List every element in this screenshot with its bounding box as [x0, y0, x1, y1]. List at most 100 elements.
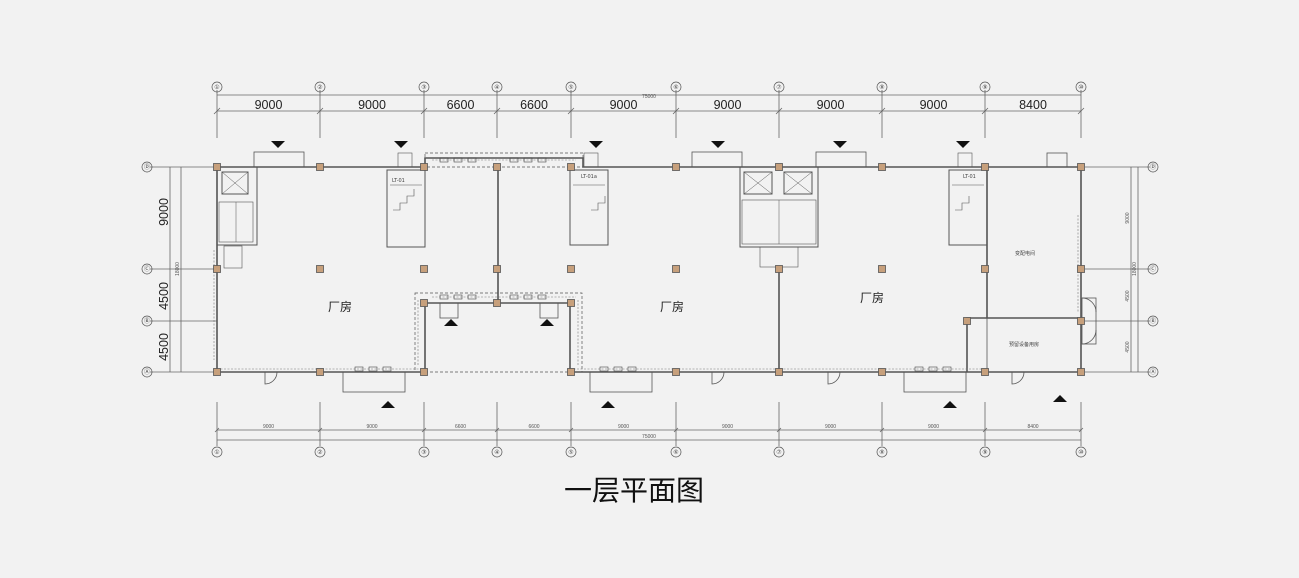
axis-bubble-label: ⑥: [673, 449, 678, 456]
column: [420, 163, 428, 171]
dimension-label: 9000: [928, 424, 939, 430]
column: [213, 368, 221, 376]
column: [1077, 317, 1085, 325]
axis-bubble-label: ①: [214, 449, 219, 456]
window-opening: [942, 366, 952, 372]
column: [672, 265, 680, 273]
column: [567, 368, 575, 376]
left-total: 18000: [175, 262, 181, 276]
axis-bubble: [670, 446, 682, 458]
axis-bubble: [1075, 446, 1087, 458]
top-dimension-lines: [213, 90, 1085, 138]
window-opening: [627, 366, 637, 372]
dimension-label: 9000: [920, 98, 948, 112]
window-opening: [467, 157, 477, 163]
structural-columns: [213, 163, 1085, 376]
building-walls: [216, 152, 1082, 373]
window-opening: [523, 294, 533, 300]
room-label-factory-2: 厂房: [660, 299, 684, 314]
axis-bubble: [314, 446, 326, 458]
window-fixtures: [354, 157, 952, 372]
axis-bubble-label: ⑨: [982, 449, 987, 456]
axis-bubble-label: Ⓑ: [144, 317, 150, 325]
axis-bubble: [1147, 366, 1159, 378]
axis-bubble-label: ⑧: [879, 449, 884, 456]
right-dimension-lines: [1085, 166, 1150, 373]
column: [981, 163, 989, 171]
window-opening: [928, 366, 938, 372]
column: [878, 163, 886, 171]
column: [775, 265, 783, 273]
column: [981, 265, 989, 273]
bottom-axis-bubbles: ① ② ③ ④ ⑤ ⑥ ⑦ ⑧ ⑨ ⑩: [211, 446, 1087, 458]
dimension-label: 9000: [714, 98, 742, 112]
window-opening: [467, 294, 477, 300]
column: [493, 265, 501, 273]
axis-bubble-label: Ⓒ: [1150, 265, 1156, 273]
dimension-label: 9000: [618, 424, 629, 430]
column: [1077, 265, 1085, 273]
column: [963, 317, 971, 325]
axis-bubble-label: ②: [317, 84, 322, 91]
window-opening: [613, 366, 623, 372]
column: [567, 163, 575, 171]
window-opening: [537, 157, 547, 163]
column: [316, 163, 324, 171]
column: [1077, 368, 1085, 376]
column: [1077, 163, 1085, 171]
window-opening: [914, 366, 924, 372]
axis-bubble-label: ⑦: [776, 449, 781, 456]
axis-bubble-label: ⑤: [568, 449, 573, 456]
dimension-label: 9000: [610, 98, 638, 112]
axis-bubble: [141, 315, 153, 327]
room-label-factory-1: 厂房: [328, 299, 352, 314]
axis-bubble-label: ⑦: [776, 84, 781, 91]
door-canopies: [253, 151, 1097, 393]
column: [878, 265, 886, 273]
axis-bubble-label: ⑤: [568, 84, 573, 91]
top-total-dimension: 75000: [642, 94, 656, 100]
window-opening: [354, 366, 364, 372]
axis-bubble-label: ②: [317, 449, 322, 456]
column: [420, 299, 428, 307]
window-opening: [382, 366, 392, 372]
axis-bubble: [211, 81, 223, 93]
axis-bubble-label: ③: [421, 449, 426, 456]
axis-bubble: [418, 81, 430, 93]
axis-bubble: [1147, 161, 1159, 173]
axis-bubble: [491, 446, 503, 458]
dimension-label: 9000: [263, 424, 274, 430]
axis-bubble-label: Ⓓ: [1150, 163, 1156, 171]
dimension-label: 9000: [825, 424, 836, 430]
dimension-label: 6600: [528, 424, 539, 430]
drawing-title: 一层平面图: [564, 474, 704, 507]
column: [567, 265, 575, 273]
column: [316, 368, 324, 376]
dimension-label: 8400: [1019, 98, 1047, 112]
axis-bubble: [979, 446, 991, 458]
elevator-core-left: [216, 166, 258, 269]
column: [316, 265, 324, 273]
window-strips: [213, 159, 1079, 370]
dimension-label: 9000: [722, 424, 733, 430]
right-dim-1: 9000: [1125, 212, 1131, 223]
axis-bubble-label: ⑥: [673, 84, 678, 91]
window-opening: [509, 294, 519, 300]
column: [775, 368, 783, 376]
axis-bubble-label: ⑩: [1078, 449, 1083, 456]
entrance-markers: [271, 141, 1067, 408]
column: [981, 368, 989, 376]
window-opening: [599, 366, 609, 372]
axis-bubble: [876, 81, 888, 93]
window-opening: [509, 157, 519, 163]
window-opening: [523, 157, 533, 163]
column: [493, 163, 501, 171]
axis-bubble-label: Ⓑ: [1150, 317, 1156, 325]
axis-bubble: [773, 446, 785, 458]
stair-core-1: [386, 152, 426, 248]
axis-bubble-label: ④: [494, 449, 499, 456]
